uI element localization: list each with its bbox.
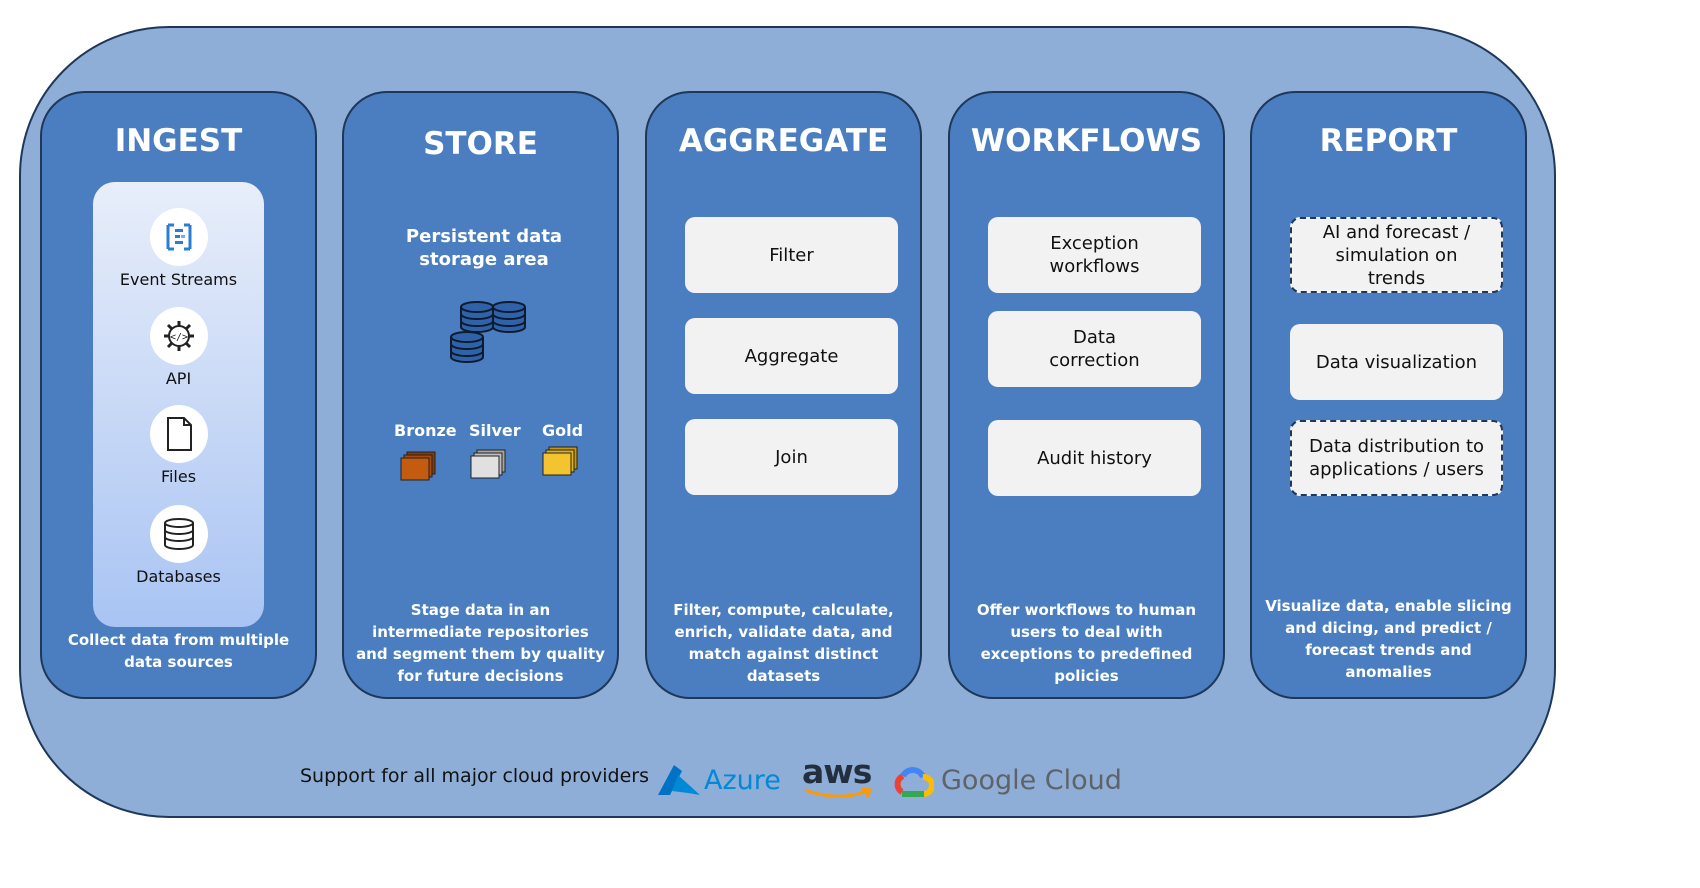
workflows-column: WORKFLOWS Exception workflows Data corre… [948,91,1225,699]
azure-logo-icon [658,765,700,795]
aggregate-column: AGGREGATE Filter Aggregate Join Filter, … [645,91,922,699]
source-label: API [165,369,192,388]
source-api: </> API [93,307,264,388]
silver-tier-icon [470,449,506,479]
exception-workflows-box: Exception workflows [988,217,1201,293]
bronze-tier-icon [400,451,436,481]
aggregate-box: Aggregate [685,318,898,394]
source-label: Databases [136,567,221,586]
filter-box: Filter [685,217,898,293]
google-cloud-logo-icon [894,767,934,797]
data-visualization-box: Data visualization [1290,324,1503,400]
store-description: Stage data in an intermediate repositori… [356,601,605,685]
report-column: REPORT AI and forecast / simulation on t… [1250,91,1527,699]
workflows-description: Offer workflows to human users to deal w… [976,601,1197,685]
ai-forecast-box: AI and forecast / simulation on trends [1290,217,1503,293]
data-distribution-box: Data distribution to applications / user… [1290,420,1503,496]
gold-tier-icon [542,446,578,476]
ingest-title: INGEST [114,123,243,159]
workflows-title: WORKFLOWS [970,123,1203,159]
audit-history-box: Audit history [988,420,1201,496]
source-databases: Databases [93,505,264,586]
ingest-sources-panel: Event Streams </> API [93,182,264,627]
google-cloud-label: Google Cloud [941,765,1122,796]
ingest-column: INGEST Event Streams [40,91,317,699]
report-description: Visualize data, enable slicing and dicin… [1265,597,1512,681]
aggregate-title: AGGREGATE [678,123,889,159]
store-subtitle: Persistent data storage area [405,226,563,270]
aws-smile-icon [804,787,873,798]
source-label: Event Streams [119,270,238,289]
report-title: REPORT [1319,123,1458,159]
aws-label: aws [802,752,872,791]
tier-label-gold: Gold [542,421,584,440]
event-streams-icon [149,208,208,266]
store-column: STORE Persistent data storage area Bronz… [342,91,619,699]
azure-label: Azure [704,765,781,796]
source-label: Files [160,467,197,486]
tier-label-bronze: Bronze [394,421,457,440]
ingest-description: Collect data from multiple data sources [67,631,290,671]
aggregate-description: Filter, compute, calculate, enrich, vali… [673,601,894,685]
storage-databases-icon [450,301,526,363]
store-title: STORE [423,126,538,162]
cloud-support-text: Support for all major cloud providers [300,765,650,787]
tier-label-silver: Silver [469,421,521,440]
svg-text:</>: </> [169,332,187,343]
api-gear-icon: </> [149,307,208,365]
source-files: Files [93,405,264,486]
file-icon [149,405,208,463]
source-event-streams: Event Streams [93,208,264,289]
join-box: Join [685,419,898,495]
database-icon [149,505,208,563]
data-correction-box: Data correction [988,311,1201,387]
